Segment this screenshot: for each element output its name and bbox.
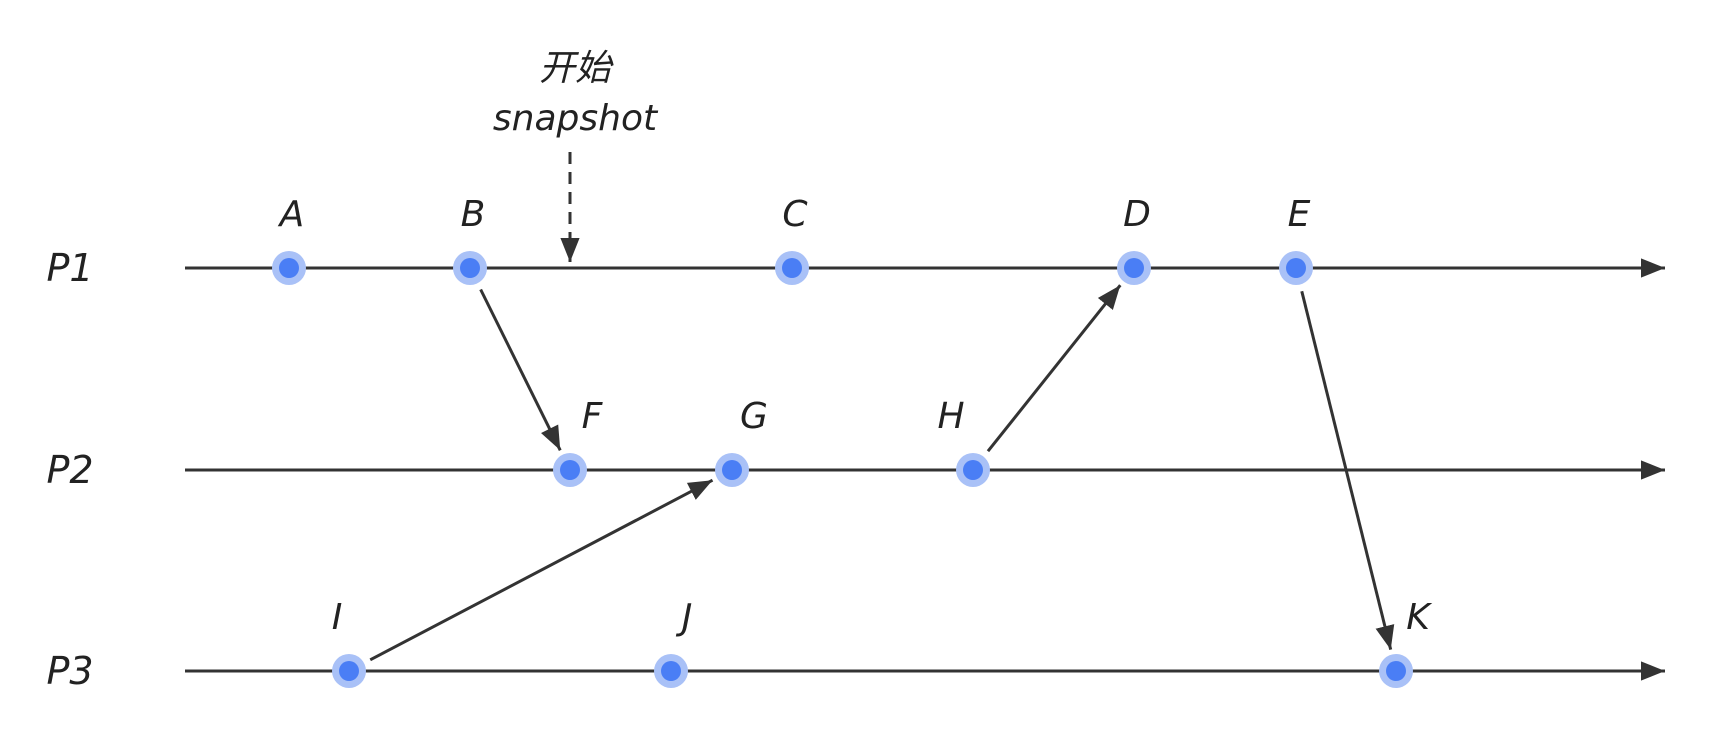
event-node	[460, 258, 480, 278]
process-label-p2: P2	[46, 448, 93, 492]
event-node	[722, 460, 742, 480]
event-d: D	[1117, 194, 1151, 285]
event-node	[782, 258, 802, 278]
event-label-g: G	[740, 396, 768, 437]
event-node	[279, 258, 299, 278]
event-label-h: H	[937, 396, 964, 437]
event-k: K	[1379, 597, 1432, 688]
event-i: I	[332, 597, 366, 688]
message-arrow-b-to-f	[479, 288, 562, 451]
event-node	[661, 661, 681, 681]
event-j: J	[654, 597, 692, 688]
snapshot-marker: 开始 snapshot	[493, 48, 659, 262]
event-e: E	[1279, 194, 1313, 285]
event-node	[1386, 661, 1406, 681]
event-g: G	[715, 396, 768, 487]
event-node	[560, 460, 580, 480]
event-c: C	[775, 194, 809, 285]
process-label-p3: P3	[46, 649, 93, 693]
event-f: F	[553, 396, 604, 487]
snapshot-label-line1: 开始	[539, 48, 614, 89]
events: A B C D E F G H I J K	[272, 194, 1432, 688]
event-label-e: E	[1288, 194, 1311, 235]
event-node	[339, 661, 359, 681]
event-label-a: A	[278, 194, 305, 235]
snapshot-label-line2: snapshot	[493, 98, 659, 139]
message-arrow-e-to-k	[1300, 290, 1395, 651]
event-node	[1124, 258, 1144, 278]
event-label-c: C	[782, 194, 808, 235]
event-h: H	[937, 396, 990, 487]
event-b: B	[453, 194, 487, 285]
event-label-f: F	[582, 396, 604, 437]
event-label-j: J	[676, 597, 693, 638]
event-label-i: I	[332, 597, 343, 638]
messages	[369, 284, 1395, 662]
process-label-p1: P1	[46, 246, 93, 290]
event-label-d: D	[1123, 194, 1151, 235]
event-label-k: K	[1406, 597, 1432, 638]
message-arrow-h-to-d	[986, 284, 1122, 453]
event-label-b: B	[461, 194, 486, 235]
event-a: A	[272, 194, 306, 285]
message-arrow-i-to-g	[369, 478, 714, 662]
event-node	[963, 460, 983, 480]
event-node	[1286, 258, 1306, 278]
